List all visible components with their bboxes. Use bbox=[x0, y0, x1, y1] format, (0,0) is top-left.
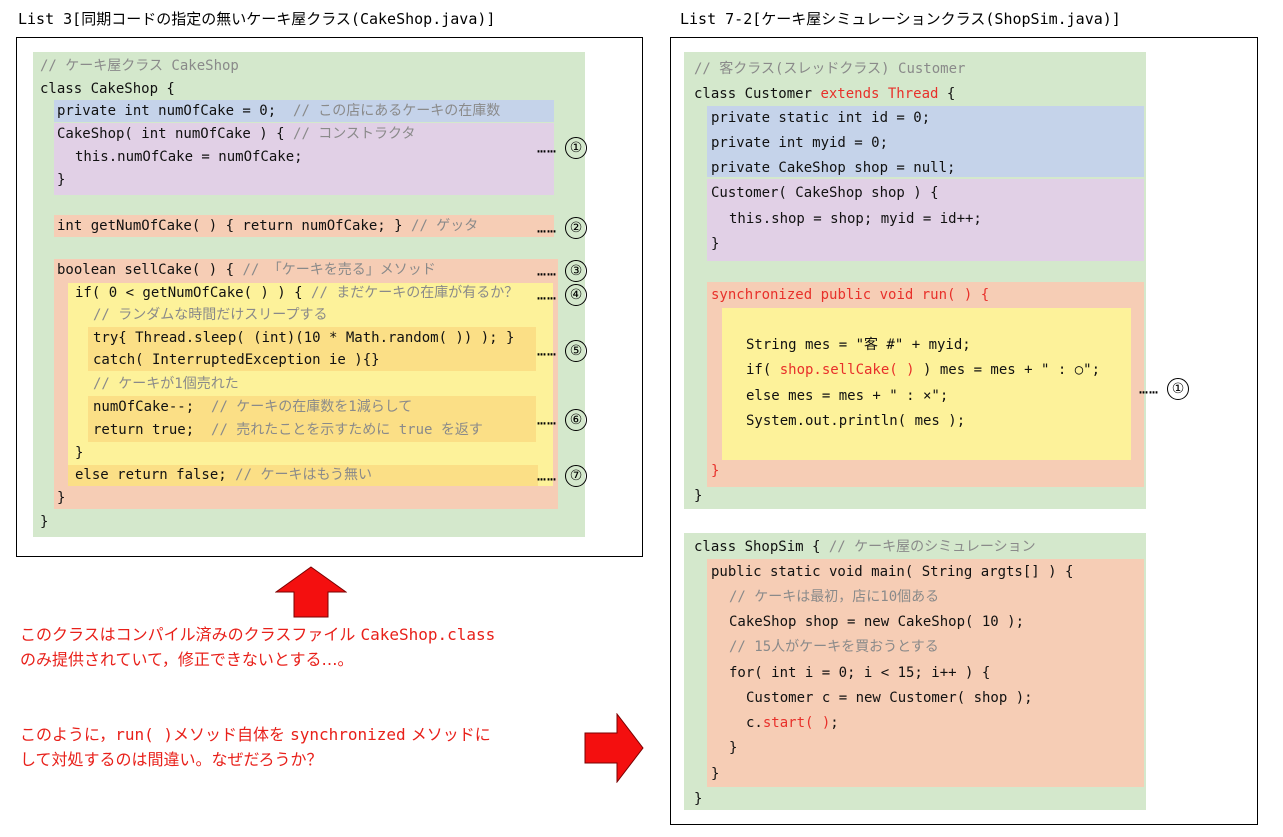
constructor-block bbox=[54, 123, 554, 195]
code-line: else mes = mes + " : ×"; bbox=[746, 388, 949, 404]
code-line: } bbox=[57, 172, 66, 188]
code-line: c.start( ); bbox=[746, 715, 839, 731]
code-line: class Customer extends Thread { bbox=[694, 86, 956, 102]
code-line: class ShopSim { // ケーキ屋のシミュレーション bbox=[694, 539, 1036, 555]
code-line: if( shop.sellCake( ) ) mes = mes + " : ○… bbox=[746, 362, 1101, 378]
red-up-arrow-icon bbox=[275, 566, 347, 618]
code-line: Customer c = new Customer( shop ); bbox=[746, 690, 1033, 706]
marker-1: ……① bbox=[1139, 378, 1190, 400]
marker-7: ……⑦ bbox=[537, 465, 588, 487]
code-line: try{ Thread.sleep( (int)(10 * Math.rando… bbox=[93, 330, 515, 346]
code-line: String mes = "客 #" + myid; bbox=[746, 337, 971, 353]
code-line: synchronized public void run( ) { bbox=[711, 287, 990, 303]
code-line: // 15人がケーキを買おうとする bbox=[729, 639, 939, 655]
code-line: int getNumOfCake( ) { return numOfCake; … bbox=[57, 218, 479, 234]
note-question: このように，run( )メソッド自体を synchronized メソッドに し… bbox=[20, 725, 491, 769]
code-line: CakeShop( int numOfCake ) { // コンストラクタ bbox=[57, 126, 416, 142]
code-line: private int numOfCake = 0; // この店にあるケーキの… bbox=[57, 103, 501, 119]
code-line: // ランダムな時間だけスリープする bbox=[93, 307, 328, 323]
code-line: else return false; // ケーキはもう無い bbox=[75, 467, 373, 483]
note-compiled-class: このクラスはコンパイル済みのクラスファイル CakeShop.class のみ提… bbox=[20, 625, 496, 669]
code-line: } bbox=[711, 766, 720, 782]
code-line: } bbox=[694, 488, 703, 504]
marker-5: ……⑤ bbox=[537, 340, 588, 362]
marker-6: ……⑥ bbox=[537, 409, 588, 431]
code-line: private CakeShop shop = null; bbox=[711, 160, 956, 176]
code-line: numOfCake--; // ケーキの在庫数を1減らして bbox=[93, 399, 413, 415]
run-body-block bbox=[722, 308, 1131, 460]
code-line: this.numOfCake = numOfCake; bbox=[75, 149, 303, 165]
marker-4: ……④ bbox=[537, 284, 588, 306]
code-line: } bbox=[711, 463, 720, 479]
code-line: } bbox=[75, 445, 84, 461]
main-method-block bbox=[707, 559, 1144, 787]
code-line: System.out.println( mes ); bbox=[746, 413, 966, 429]
code-line: } bbox=[711, 236, 720, 252]
code-line: this.shop = shop; myid = id++; bbox=[729, 211, 982, 227]
field-block bbox=[54, 100, 554, 122]
code-line: // ケーキ屋クラス CakeShop bbox=[40, 58, 239, 74]
if-block bbox=[68, 283, 553, 486]
customer-constructor-block bbox=[707, 179, 1144, 261]
marker-2: ……② bbox=[537, 217, 588, 239]
decrement-block bbox=[88, 396, 536, 442]
customer-fields-block bbox=[707, 106, 1144, 177]
code-line: // ケーキが1個売れた bbox=[93, 376, 239, 392]
code-line: } bbox=[57, 490, 66, 506]
code-line: public static void main( String argts[] … bbox=[711, 564, 1074, 580]
code-line: boolean sellCake( ) { // 「ケーキを売る」メソッド bbox=[57, 262, 436, 278]
else-block bbox=[68, 465, 538, 486]
code-line: for( int i = 0; i < 15; i++ ) { bbox=[729, 665, 991, 681]
code-line: } bbox=[694, 791, 703, 807]
code-line: Customer( CakeShop shop ) { bbox=[711, 185, 939, 201]
code-line: private int myid = 0; bbox=[711, 135, 889, 151]
right-caption: List 7-2[ケーキ屋シミュレーションクラス(ShopSim.java)] bbox=[680, 10, 1121, 28]
code-line: private static int id = 0; bbox=[711, 110, 931, 126]
code-line: catch( InterruptedException ie ){} bbox=[93, 352, 380, 368]
marker-3: ……③ bbox=[537, 260, 588, 282]
cakeshop-frame: // ケーキ屋クラス CakeShop class CakeShop { pri… bbox=[16, 37, 643, 557]
marker-1: ……① bbox=[537, 137, 588, 159]
code-line: // ケーキは最初，店に10個ある bbox=[729, 589, 940, 605]
left-caption: List 3[同期コードの指定の無いケーキ屋クラス(CakeShop.java)… bbox=[18, 10, 496, 28]
code-line: } bbox=[40, 514, 49, 530]
code-line: } bbox=[729, 740, 738, 756]
code-line: CakeShop shop = new CakeShop( 10 ); bbox=[729, 614, 1025, 630]
code-line: class CakeShop { bbox=[40, 81, 175, 97]
try-block bbox=[88, 327, 536, 371]
code-line: return true; // 売れたことを示すために true を返す bbox=[93, 422, 483, 438]
shopsim-frame: // 客クラス(スレッドクラス) Customer class Customer… bbox=[670, 37, 1258, 825]
getter-block bbox=[54, 215, 554, 237]
code-line: if( 0 < getNumOfCake( ) ) { // まだケーキの在庫が… bbox=[75, 285, 519, 301]
code-line: // 客クラス(スレッドクラス) Customer bbox=[694, 61, 966, 77]
red-right-arrow-icon bbox=[584, 713, 644, 783]
